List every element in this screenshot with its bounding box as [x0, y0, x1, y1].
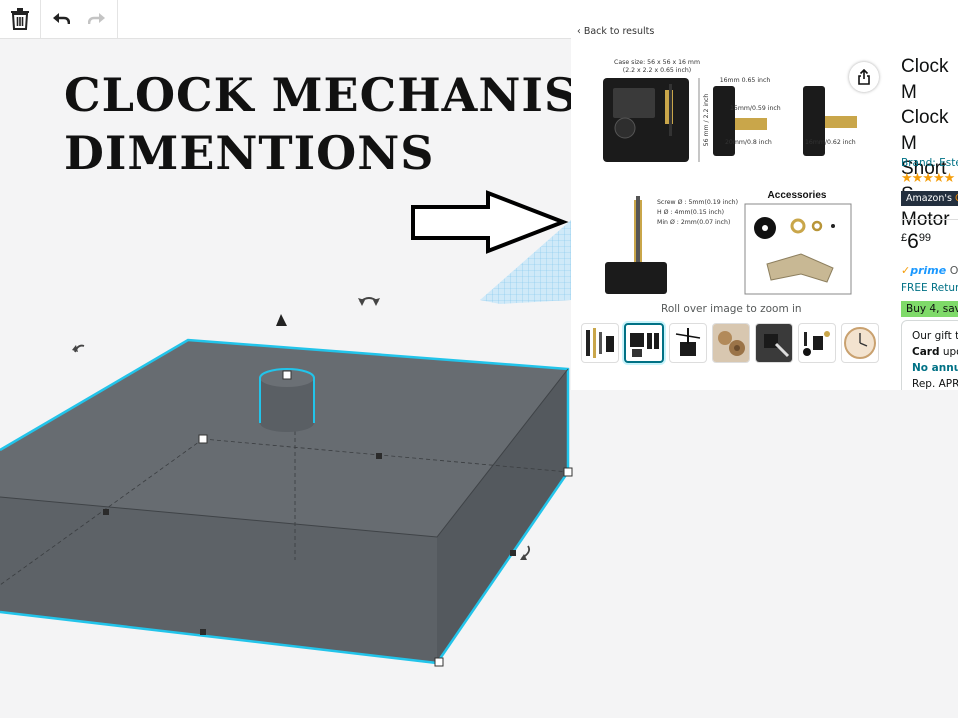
clock-movement-front	[603, 78, 689, 162]
minute-diameter-label: Min Ø : 2mm(0.07 inch)	[657, 218, 730, 226]
resize-handle[interactable]	[563, 467, 573, 477]
case-size-line1: Case size: 56 x 56 x 16 mm	[614, 59, 700, 66]
brand-link[interactable]: Brand: Este	[901, 157, 958, 169]
zoom-hint: Roll over image to zoom in	[661, 303, 802, 315]
clock-movement-side-1: 16mm 0.65 inch 15mm/0.59 inch 20mm/0.8 i…	[713, 77, 781, 156]
screw-diameter-label: Screw Ø : 5mm(0.19 inch)	[657, 198, 738, 206]
undo-icon	[53, 13, 70, 25]
free-returns-link[interactable]: FREE Return	[901, 282, 958, 294]
resize-handle[interactable]	[434, 657, 444, 667]
depth-dimension-label: 16mm 0.65 inch	[720, 77, 771, 84]
choice-suffix: Ch	[955, 193, 958, 204]
cylinder-outline	[259, 368, 315, 423]
gift-card-box	[901, 320, 958, 390]
thumbnail-image[interactable]	[712, 323, 750, 363]
lift-handle-cone[interactable]	[276, 314, 287, 326]
prime-suffix: On	[949, 264, 958, 277]
share-icon	[858, 69, 870, 85]
gift-card-link[interactable]: No annua	[912, 362, 958, 374]
product-main-image[interactable]: Case size: 56 x 56 x 16 mm (2.2 x 2.2 x …	[595, 48, 857, 298]
price-whole: 6	[907, 230, 919, 253]
redo-button[interactable]	[82, 0, 112, 38]
midpoint-handle[interactable]	[376, 453, 382, 459]
rotate-handle-icon	[358, 298, 365, 306]
side-dimension-label: 56 mm / 2.2 inch	[703, 94, 710, 147]
price-currency: £	[901, 232, 908, 244]
overlay-title: CLOCK MECHANISM DIMENTIONS	[64, 68, 631, 180]
thumbnail-image[interactable]	[669, 323, 707, 363]
rotate-handle-icon	[520, 554, 527, 560]
midpoint-handle[interactable]	[510, 550, 516, 556]
product-price: £699	[901, 230, 931, 254]
gift-card-rest: upo	[942, 346, 958, 358]
resize-handle[interactable]	[282, 370, 292, 380]
gift-card-bold: Card	[912, 346, 940, 358]
promo-badge[interactable]: Buy 4, save	[901, 301, 958, 317]
thumbnail-image[interactable]	[755, 323, 793, 363]
grid-plane-lines	[480, 220, 571, 304]
shaft-dimension-label: 20mm/0.8 inch	[725, 139, 772, 146]
prime-check-icon: ✓	[901, 264, 911, 277]
thumbnail-image-selected[interactable]	[624, 323, 664, 363]
midpoint-handle[interactable]	[103, 509, 109, 515]
accessories-heading: Accessories	[768, 190, 827, 201]
prime-label: prime	[910, 264, 947, 277]
clock-shaft-detail: Screw Ø : 5mm(0.19 inch) H Ø : 4mm(0.15 …	[605, 196, 738, 294]
thumbnail-image[interactable]	[841, 323, 879, 363]
choice-prefix: Amazon's	[906, 193, 952, 204]
gift-card-line: Our gift t	[912, 330, 958, 342]
thumbnail-strip	[581, 323, 879, 363]
rotate-handle-icon	[373, 298, 380, 306]
arrow-annotation	[411, 190, 569, 254]
toolbar-divider	[117, 0, 118, 38]
thumbnail-image[interactable]	[798, 323, 836, 363]
amazon-product-screenshot: ‹ Back to results Case size: 56 x 56 x 1…	[571, 18, 958, 390]
workplane-canvas[interactable]	[0, 39, 958, 718]
share-button[interactable]	[849, 62, 879, 92]
divider	[901, 219, 958, 220]
midpoint-handle[interactable]	[200, 629, 206, 635]
clock-movement-side-2: 16mm/0.62 inch	[803, 86, 857, 156]
selection-outline	[0, 338, 570, 665]
case-size-line2: (2.2 x 2.2 x 0.65 inch)	[623, 67, 691, 74]
cylinder-shape[interactable]	[260, 378, 314, 432]
bounding-box-dashed	[202, 438, 569, 473]
shaft-dimension-label: 15mm/0.59 inch	[730, 105, 781, 112]
toolbar-divider	[40, 0, 41, 38]
shaft-dimension-label: 16mm/0.62 inch	[805, 139, 856, 146]
gift-card-line: Card upo	[912, 346, 958, 358]
gift-card-line: Rep. APR	[912, 378, 958, 390]
undo-button[interactable]	[46, 0, 76, 38]
box-right-face	[437, 369, 568, 663]
accessories-box	[744, 203, 852, 295]
box-edge	[0, 368, 569, 538]
back-to-results-link[interactable]: ‹ Back to results	[577, 26, 655, 37]
rotate-handle-icon	[72, 345, 78, 352]
rating-stars[interactable]: ★★★★★	[901, 171, 955, 186]
price-fraction: 99	[918, 232, 932, 244]
box-top-face	[0, 340, 568, 537]
amazons-choice-badge: Amazon's Ch	[901, 191, 958, 206]
prime-badge: ✓prime On	[901, 264, 958, 277]
dimension-marker: 56 mm / 2.2 inch	[698, 78, 710, 162]
box-front-face	[0, 497, 437, 663]
resize-handle[interactable]	[198, 434, 208, 444]
redo-icon	[88, 13, 105, 25]
hour-diameter-label: H Ø : 4mm(0.15 inch)	[657, 208, 724, 216]
delete-button[interactable]	[0, 0, 40, 38]
thumbnail-image[interactable]	[581, 323, 619, 363]
trash-icon	[11, 8, 29, 30]
